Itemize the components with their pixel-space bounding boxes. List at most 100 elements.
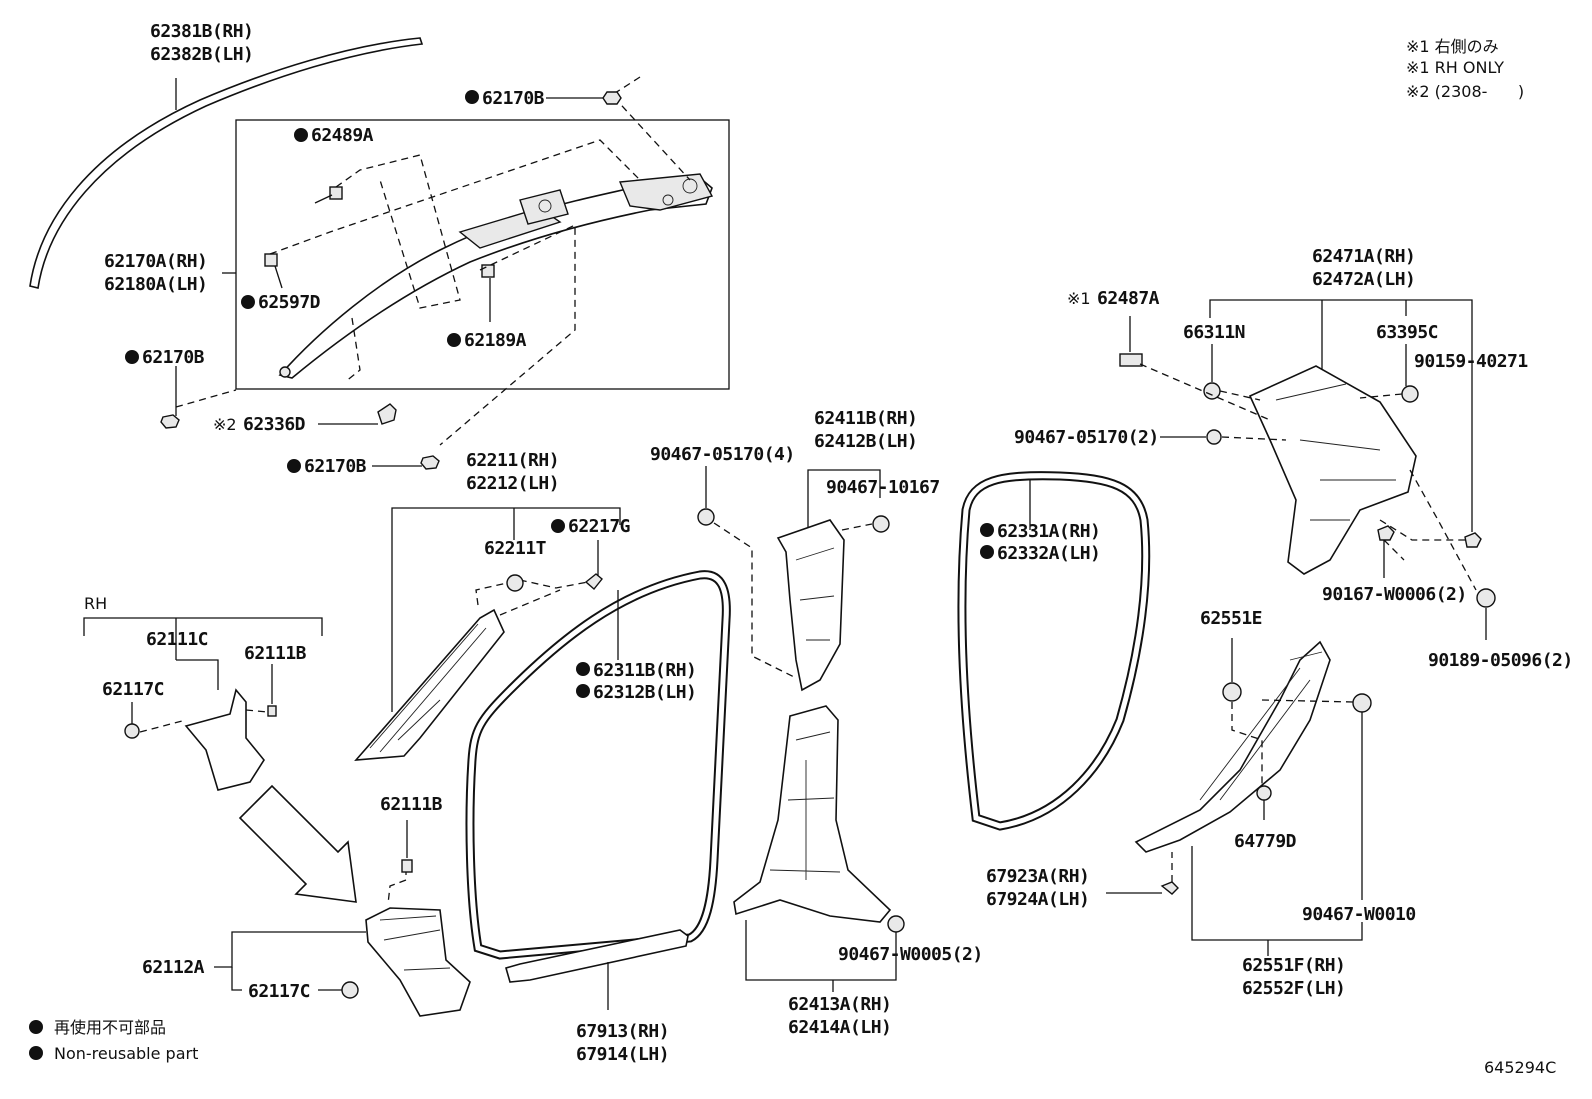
clip-62489A-icon [329, 186, 343, 200]
legend-label-en: Non-reusable part [54, 1044, 198, 1063]
non-reusable-markers [125, 90, 994, 698]
label-62552F: 62552F(LH) [1242, 978, 1345, 999]
label-90467-W0010: 90467-W0010 [1302, 904, 1416, 925]
b-pillar-upper-garnish [697, 466, 890, 692]
label-62597D: 62597D [258, 292, 321, 313]
label-rh: RH [84, 594, 107, 613]
label-62170B-left: 62170B [142, 347, 205, 368]
label-62381B: 62381B(RH) [150, 21, 253, 42]
label-90159-40271: 90159-40271 [1414, 351, 1528, 372]
clip-62597D-icon [264, 253, 278, 267]
label-62117C-a: 62117C [102, 679, 164, 700]
bracket-62336D-icon [318, 403, 397, 425]
label-90467-05170-4: 90467-05170(4) [650, 444, 795, 465]
label-90189-05096: 90189-05096(2) [1428, 650, 1573, 671]
label-67913: 67913(RH) [576, 1021, 669, 1042]
label-62111B-b: 62111B [380, 794, 443, 815]
label-62170A: 62170A(RH) [104, 251, 207, 272]
label-67924A: 67924A(LH) [986, 889, 1089, 910]
label-62170B-bottom: 62170B [304, 456, 367, 477]
label-63395C: 63395C [1376, 322, 1438, 343]
bolt-62170B-bottom-icon [372, 455, 440, 470]
label-62170B-top: 62170B [482, 88, 545, 109]
clip-62117C-b-icon [341, 981, 359, 999]
label-62336D: 62336D [243, 414, 306, 435]
label-62117C-b: 62117C [248, 981, 310, 1002]
rear-door-weatherstrip [957, 471, 1151, 831]
note-rh-only-jp: ※1 右側のみ [1406, 37, 1499, 56]
clip-90467-05170-2-icon [1206, 429, 1222, 445]
roof-side-molding [29, 37, 424, 289]
label-62189A: 62189A [464, 330, 527, 351]
note-production-date: ※2 (2308- ) [1406, 82, 1524, 101]
cowl-side-trim-rh [83, 617, 357, 903]
label-62551E: 62551E [1200, 608, 1262, 629]
bolt-62170B-left-icon [160, 366, 180, 429]
clip-90467-10167-icon [872, 515, 890, 533]
label-62487A: 62487A [1097, 288, 1160, 309]
label-62112A: 62112A [142, 957, 205, 978]
label-62411B: 62411B(RH) [814, 408, 917, 429]
label-90467-10167: 90467-10167 [826, 477, 940, 498]
label-62111B-a: 62111B [244, 643, 307, 664]
label-62111C: 62111C [146, 629, 208, 650]
a-pillar-garnish [354, 507, 621, 761]
diagram-id: 645294C [1484, 1058, 1556, 1077]
bolt-90159-40271-icon [1464, 532, 1482, 548]
curtain-airbag-assembly [175, 76, 730, 446]
clip-62211T-icon [506, 574, 524, 592]
legend-label-jp: 再使用不可部品 [54, 1018, 166, 1037]
direction-arrow-icon [238, 784, 357, 903]
label-64779D: 64779D [1234, 831, 1297, 852]
ref-mark-2: ※2 [213, 415, 237, 434]
b-pillar-lower-garnish [733, 705, 905, 992]
legend-dot-en-icon [29, 1046, 43, 1060]
label-66311N: 66311N [1183, 322, 1245, 343]
clip-62551E-icon [1222, 682, 1242, 702]
front-door-weatherstrip [465, 570, 731, 960]
label-62211T: 62211T [484, 538, 547, 559]
quarter-trim-panel [1119, 299, 1496, 640]
label-62311B: 62311B(RH) [593, 660, 696, 681]
clip-67923A-icon [1160, 881, 1179, 895]
label-67914: 67914(LH) [576, 1044, 669, 1065]
clip-64779D-icon [1256, 785, 1272, 801]
label-62472A: 62472A(LH) [1312, 269, 1415, 290]
label-62414A: 62414A(LH) [788, 1017, 891, 1038]
label-62382B: 62382B(LH) [150, 44, 253, 65]
label-62312B: 62312B(LH) [593, 682, 696, 703]
label-62211: 62211(RH) [466, 450, 559, 471]
clip-90467-W0005-icon [887, 915, 905, 933]
clip-62111B-a-icon [267, 705, 277, 717]
note-rh-only-en: ※1 RH ONLY [1406, 58, 1504, 77]
clip-90467-05170-icon [697, 508, 715, 526]
clip-62189A-icon [481, 264, 495, 278]
label-90467-05170-2: 90467-05170(2) [1014, 427, 1159, 448]
clip-90467-W0010-icon [1352, 693, 1372, 713]
bolt-90167-W0006-icon [1377, 525, 1395, 541]
label-90167-W0006: 90167-W0006(2) [1322, 584, 1467, 605]
label-62212: 62212(LH) [466, 473, 559, 494]
label-62180A: 62180A(LH) [104, 274, 207, 295]
clip-62117C-a-icon [124, 723, 140, 739]
clip-62217G-icon [584, 573, 603, 591]
label-62332A: 62332A(LH) [997, 543, 1100, 564]
bolt-62170B-top-icon [546, 91, 622, 105]
label-62413A: 62413A(RH) [788, 994, 891, 1015]
clip-66311N-icon [1203, 382, 1221, 400]
label-62471A: 62471A(RH) [1312, 246, 1415, 267]
clip-62111B-b-icon [401, 859, 413, 873]
legend-dot-jp-icon [29, 1020, 43, 1034]
clip-90189-05096-icon [1476, 588, 1496, 608]
cowl-side-trim [214, 820, 471, 1017]
label-62489A: 62489A [311, 125, 374, 146]
rear-door-scuff-trim [1106, 638, 1372, 956]
front-door-scuff-plate [505, 929, 689, 1010]
label-62217G: 62217G [568, 516, 630, 537]
label-67923A: 67923A(RH) [986, 866, 1089, 887]
label-62551F: 62551F(RH) [1242, 955, 1345, 976]
label-62487A-icon [1119, 353, 1143, 367]
label-62331A: 62331A(RH) [997, 521, 1100, 542]
